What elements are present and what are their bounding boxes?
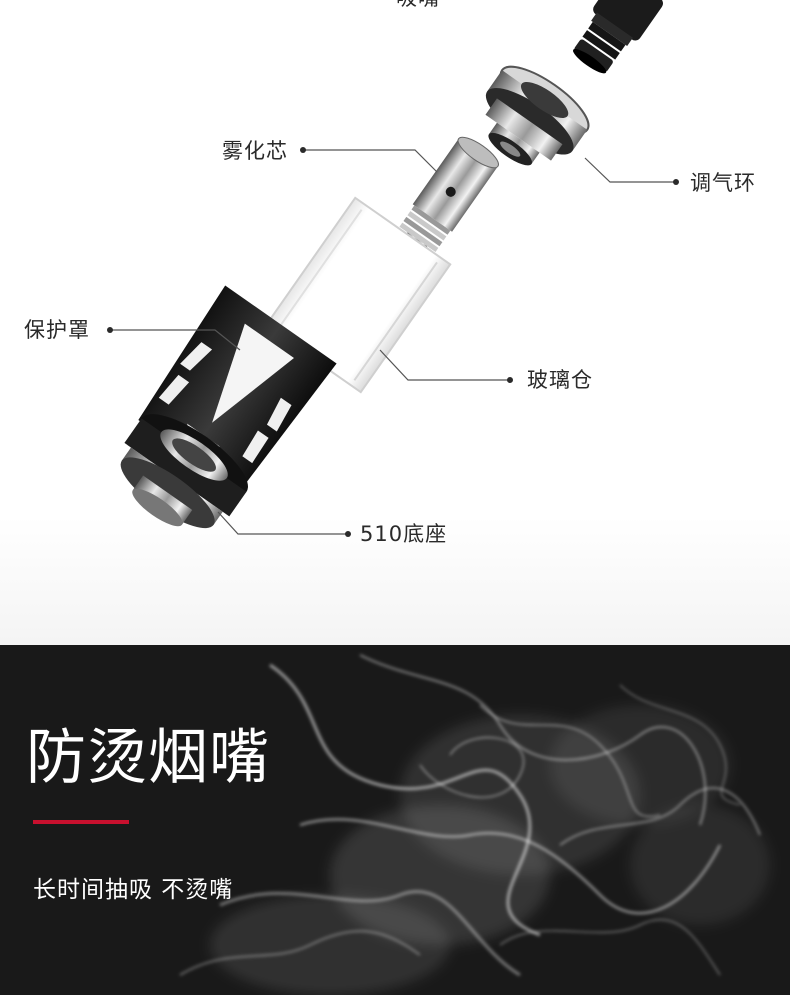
feature-subline: 长时间抽吸 不烫嘴 <box>33 877 234 903</box>
smoke-icon <box>179 654 770 995</box>
base-icon <box>120 414 248 529</box>
callout-510-base: 510底座 <box>360 522 448 546</box>
leader-lines <box>110 149 676 535</box>
feature-headline: 防烫烟嘴 <box>26 723 270 793</box>
leader-dots <box>107 147 679 537</box>
airflow-ring-icon <box>485 65 590 166</box>
accent-bar <box>33 820 129 824</box>
exploded-diagram <box>107 0 679 537</box>
callout-drip-tip: 吸嘴 <box>396 0 440 10</box>
callout-atomizer-core: 雾化芯 <box>222 139 288 163</box>
drip-tip-icon <box>573 0 663 74</box>
callout-glass-tank: 玻璃仓 <box>527 368 593 392</box>
callout-protective-cover: 保护罩 <box>24 318 90 342</box>
feature-section: 防烫烟嘴 长时间抽吸 不烫嘴 <box>0 645 790 995</box>
exploded-view-section: 吸嘴 雾化芯 调气环 保护罩 玻璃仓 510底座 <box>0 0 790 645</box>
callout-airflow-ring: 调气环 <box>690 171 756 195</box>
